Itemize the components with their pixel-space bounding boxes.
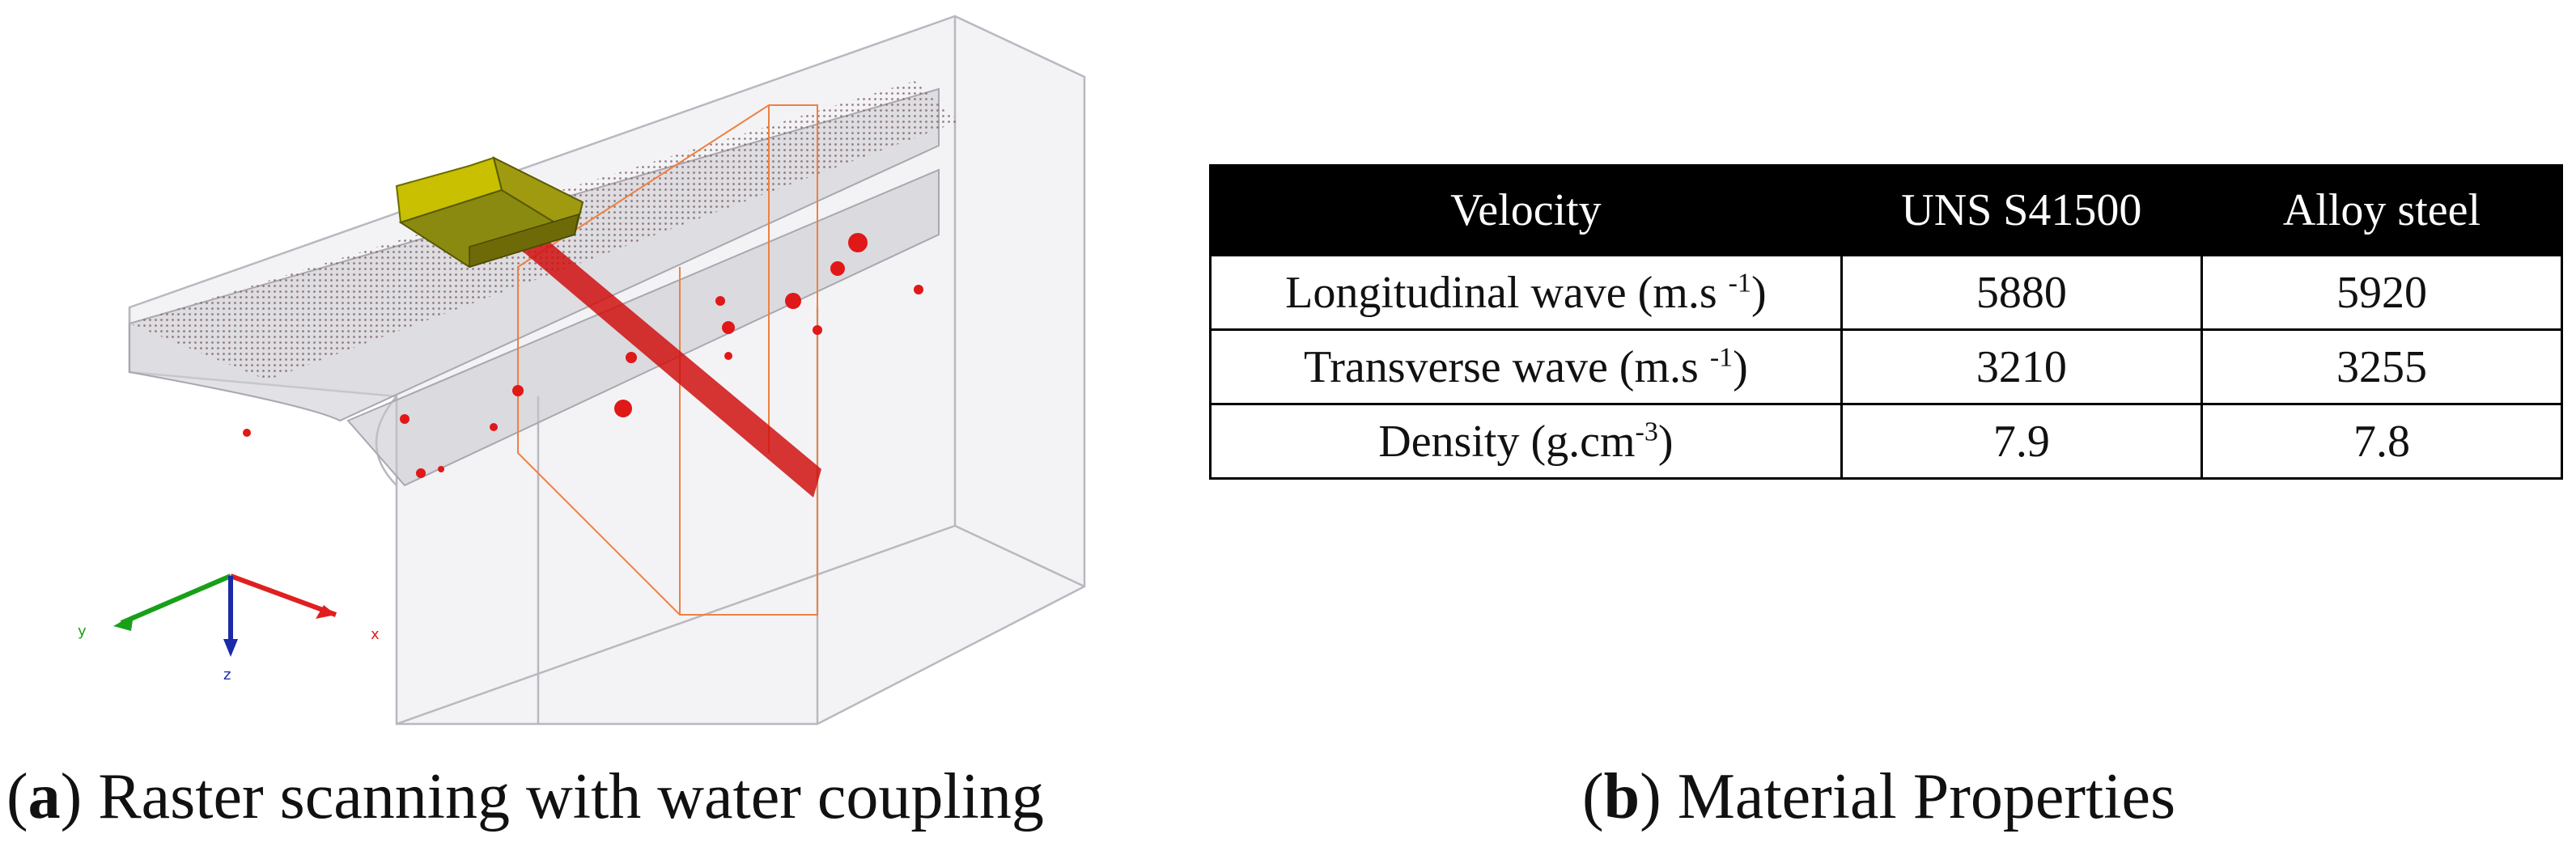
row-label: Density (g.cm-3) [1209, 403, 1843, 480]
cell-value: 7.8 [2200, 403, 2564, 480]
ultrasonic-beam [522, 243, 821, 497]
caption-a-text: Raster scanning with water coupling [82, 761, 1044, 832]
caption-b-letter: b [1603, 761, 1640, 832]
caption-a-letter: a [28, 761, 61, 832]
cell-value: 5880 [1840, 254, 2203, 331]
table-row: Longitudinal wave (m.s -1) 5880 5920 [1209, 254, 2564, 331]
z-axis-label: z [223, 667, 231, 684]
cell-value: 7.9 [1840, 403, 2203, 480]
caption-b-text: Material Properties [1661, 761, 2176, 832]
cell-value: 3255 [2200, 328, 2564, 405]
header-velocity: Velocity [1209, 164, 1843, 256]
z-arrow-icon [223, 639, 238, 657]
y-axis-label: y [78, 623, 87, 640]
axis-triad: x y z [78, 574, 380, 684]
row-label: Transverse wave (m.s -1) [1209, 328, 1843, 405]
transducer-probe [395, 156, 584, 269]
x-arrow-icon [316, 605, 336, 619]
row-label: Longitudinal wave (m.s -1) [1209, 254, 1843, 331]
inspection-gate [517, 104, 818, 616]
table-header-row: Velocity UNS S41500 Alloy steel [1209, 164, 2564, 256]
material-properties-table: Velocity UNS S41500 Alloy steel Longitud… [1209, 164, 2564, 480]
header-uns-s41500: UNS S41500 [1840, 164, 2203, 256]
cell-value: 5920 [2200, 254, 2564, 331]
y-arrow-icon [113, 615, 134, 631]
raster-scan-scene: x y z [78, 15, 1086, 726]
table-row: Density (g.cm-3) 7.9 7.8 [1209, 403, 2564, 480]
caption-b: (b) Material Properties [1582, 761, 2176, 832]
table-row: Transverse wave (m.s -1) 3210 3255 [1209, 328, 2564, 405]
defects [243, 233, 923, 478]
caption-a: (a) Raster scanning with water coupling [6, 761, 1044, 832]
header-alloy-steel: Alloy steel [2200, 164, 2564, 256]
cell-value: 3210 [1840, 328, 2203, 405]
x-axis-label: x [371, 626, 380, 643]
